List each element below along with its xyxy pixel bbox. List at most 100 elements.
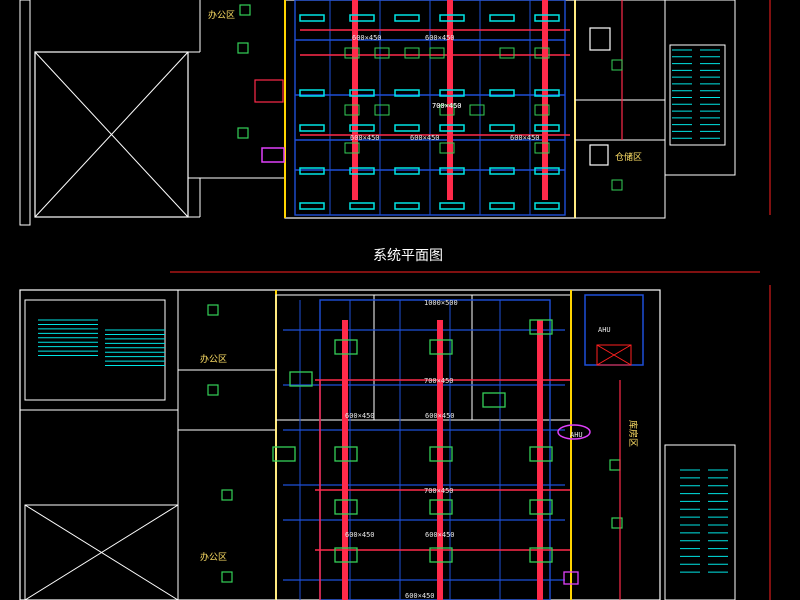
diffuser: [299, 167, 325, 175]
return-grille: [499, 47, 515, 59]
stair-bottom-right: [680, 469, 728, 573]
return-grille: [344, 142, 360, 154]
left-shaft-block: [34, 51, 189, 218]
room-diffuser: [611, 179, 623, 191]
ahu-label-1: AHU: [598, 326, 611, 334]
room-diffuser: [609, 459, 621, 471]
diffuser: [394, 167, 420, 175]
duct-outline: [319, 299, 551, 600]
duct-size-label: 600×450: [425, 412, 455, 420]
supply-main: [542, 0, 548, 200]
diffuser: [299, 202, 325, 210]
duct-size-label: 700×450: [424, 377, 454, 385]
room-label-storage-right: 库房区: [627, 420, 639, 447]
supply-diffuser: [482, 392, 506, 408]
drawing-title: 系统平面图: [373, 248, 443, 264]
diffuser: [439, 202, 465, 210]
supply-diffuser: [529, 319, 553, 335]
supply-diffuser: [529, 446, 553, 462]
stair-top-right: [669, 44, 726, 146]
diffuser: [394, 202, 420, 210]
room-label-office-bottom: 办公区: [200, 551, 227, 563]
supply-diffuser: [334, 499, 358, 515]
supply-diffuser: [429, 547, 453, 563]
diffuser: [534, 89, 560, 97]
supply-diffuser: [272, 446, 296, 462]
supply-main: [342, 320, 348, 600]
stair-outline: [24, 299, 166, 401]
left-wall-top: [19, 0, 31, 226]
return-grille: [429, 47, 445, 59]
diffuser: [394, 89, 420, 97]
diffuser: [349, 124, 375, 132]
supply-diffuser: [334, 339, 358, 355]
supply-diffuser: [529, 499, 553, 515]
room-diffuser: [237, 42, 249, 54]
duct-size-label: 600×450: [405, 592, 435, 600]
return-grille: [374, 104, 390, 116]
diffuser: [534, 124, 560, 132]
fan-unit-magenta: [563, 571, 579, 585]
return-grille: [439, 142, 455, 154]
room-diffuser: [221, 571, 233, 583]
supply-diffuser: [334, 547, 358, 563]
supply-diffuser: [334, 446, 358, 462]
supply-diffuser: [529, 547, 553, 563]
room-diffuser: [237, 127, 249, 139]
diffuser: [299, 89, 325, 97]
room-diffuser: [221, 489, 233, 501]
diffuser: [439, 14, 465, 22]
fan-unit-right-2: [589, 144, 609, 166]
return-grille: [469, 104, 485, 116]
duct-size-label: 700×450: [424, 487, 454, 495]
diffuser: [439, 124, 465, 132]
diffuser: [394, 14, 420, 22]
bottom-outer-wall: [19, 289, 661, 600]
top-right-stair-block: [664, 0, 736, 176]
diffuser: [349, 167, 375, 175]
diffuser: [439, 89, 465, 97]
diffuser: [489, 167, 515, 175]
supply-diffuser: [429, 339, 453, 355]
supply-main: [352, 0, 358, 200]
supply-main: [437, 320, 443, 600]
fan-coil-unit: [254, 79, 284, 103]
duct-size-label: 600×450: [510, 134, 540, 142]
return-grille: [344, 104, 360, 116]
return-grille: [534, 47, 550, 59]
supply-diffuser: [429, 446, 453, 462]
return-grille: [534, 142, 550, 154]
top-right-rooms: [574, 0, 666, 219]
diffuser: [489, 89, 515, 97]
return-grille: [439, 104, 455, 116]
return-grille: [374, 47, 390, 59]
duct-size-label: 600×450: [345, 531, 375, 539]
diffuser: [439, 167, 465, 175]
duct-size-label: 600×450: [410, 134, 440, 142]
diffuser: [349, 202, 375, 210]
diffuser: [299, 124, 325, 132]
room-diffuser: [239, 4, 251, 16]
diffuser: [394, 124, 420, 132]
diffuser: [534, 202, 560, 210]
fan-unit-magenta: [261, 147, 285, 163]
diffuser: [349, 89, 375, 97]
duct-size-label: 600×450: [345, 412, 375, 420]
room-label-storage-top: 仓储区: [615, 151, 642, 163]
room-diffuser: [611, 517, 623, 529]
duct-size-label: 600×450: [425, 34, 455, 42]
duct-size-label: 700×450: [432, 102, 462, 110]
duct-size-label: 600×450: [352, 34, 382, 42]
bottom-right-stair-block: [664, 444, 736, 600]
supply-main: [447, 0, 453, 200]
diffuser: [534, 167, 560, 175]
diffuser: [299, 14, 325, 22]
diffuser: [534, 14, 560, 22]
return-grille: [534, 104, 550, 116]
duct-size-label: 700×450: [432, 102, 462, 110]
